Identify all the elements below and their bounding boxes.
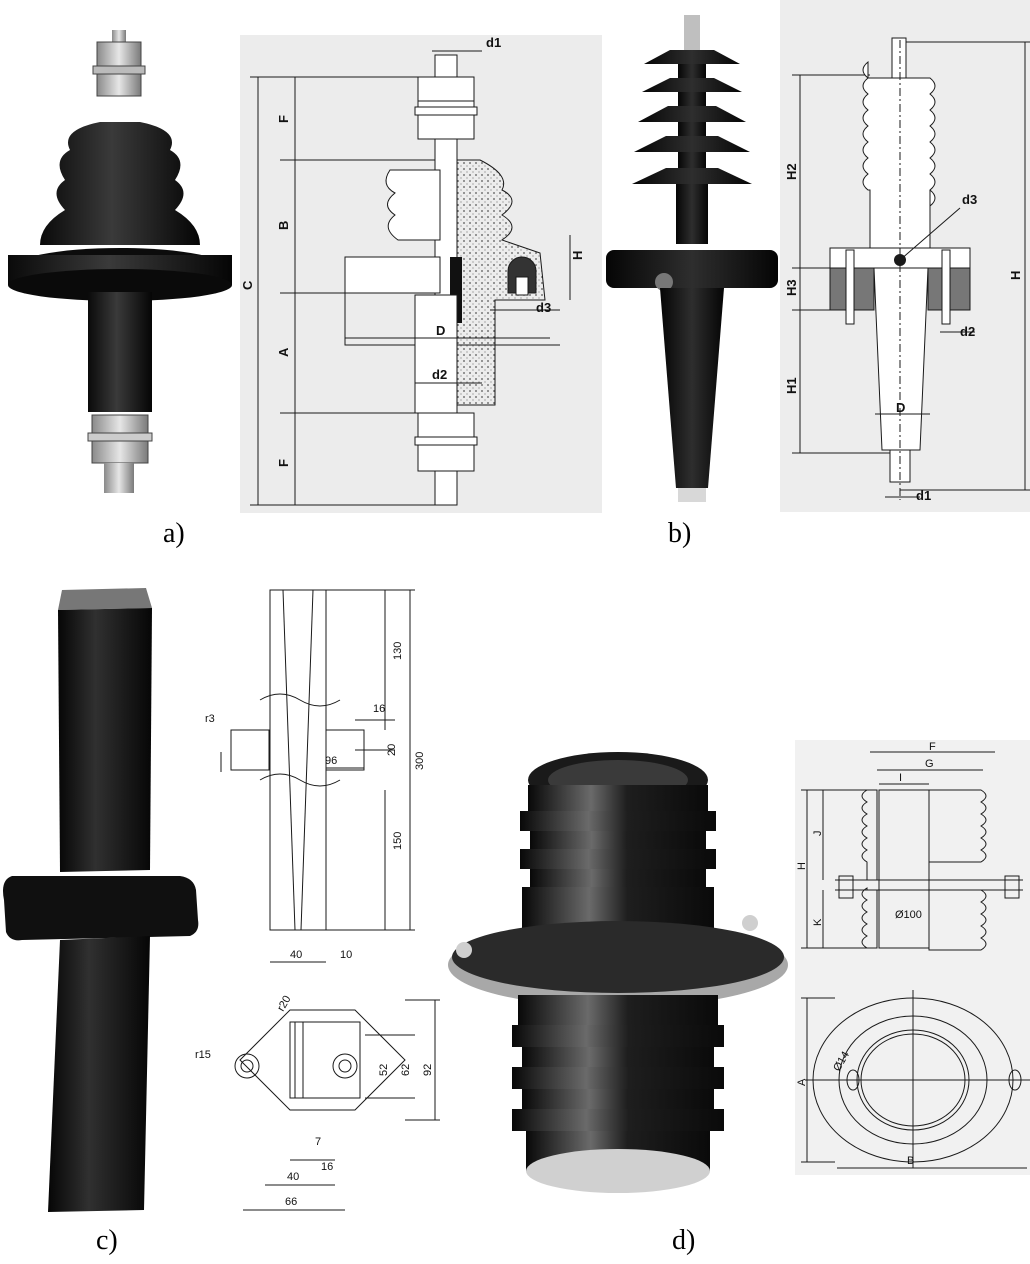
dim-label: d2 xyxy=(432,367,447,382)
dim-label: d3 xyxy=(962,192,977,207)
dim-label: B xyxy=(276,221,291,230)
figure-label-c: c) xyxy=(96,1225,118,1256)
dim-label: d1 xyxy=(486,35,501,50)
dim-label: 52 xyxy=(378,1064,390,1076)
dim-label: D xyxy=(436,323,445,338)
photo-bushing-b xyxy=(606,15,778,502)
dim-label: H xyxy=(796,862,808,870)
dim-label: J xyxy=(812,831,824,837)
technical-drawing-d: F G I J H Ø100 K Ø14 A B xyxy=(795,740,1030,1175)
dim-label: Ø100 xyxy=(895,909,922,921)
dim-label: 7 xyxy=(315,1136,321,1148)
dim-label: 20 xyxy=(386,744,398,756)
dim-label: d2 xyxy=(960,324,975,339)
dim-label: G xyxy=(925,758,934,770)
dim-label: H xyxy=(1008,271,1023,280)
dim-label: H1 xyxy=(784,377,799,394)
dim-label: 62 xyxy=(400,1064,412,1076)
dim-label: H3 xyxy=(784,279,799,296)
dim-label: 92 xyxy=(422,1064,434,1076)
dim-label: H2 xyxy=(784,163,799,180)
dim-label: r3 xyxy=(205,713,215,725)
figure-label-a: a) xyxy=(163,518,185,549)
photo-bushing-a xyxy=(8,30,232,493)
figure-label-b: b) xyxy=(668,518,692,549)
technical-drawing-b: H2 d3 H H3 d2 H1 D d1 xyxy=(780,0,1030,512)
dim-label: r20 xyxy=(275,994,293,1014)
dim-label: 96 xyxy=(325,755,337,767)
dim-label: A xyxy=(796,1078,808,1086)
dim-label: 10 xyxy=(340,949,352,961)
dim-label: d3 xyxy=(536,300,551,315)
dim-label: 66 xyxy=(285,1196,297,1208)
dim-label: 16 xyxy=(373,703,385,715)
dim-label: K xyxy=(812,918,824,926)
dim-label: 130 xyxy=(392,642,404,660)
photo-bushing-c xyxy=(3,588,199,1212)
dim-label: A xyxy=(276,347,291,357)
dim-label: F xyxy=(276,115,291,123)
dim-label: 300 xyxy=(414,752,426,770)
dim-label: F xyxy=(276,459,291,467)
dim-label: d1 xyxy=(916,488,931,503)
figure-label-d: d) xyxy=(672,1225,696,1256)
dim-label: H xyxy=(570,251,585,260)
dim-label: 40 xyxy=(290,949,302,961)
dim-label: r15 xyxy=(195,1049,211,1061)
dim-label: D xyxy=(896,400,905,415)
dim-label: 150 xyxy=(392,832,404,850)
dim-label: B xyxy=(907,1155,914,1167)
technical-drawing-a: d1 F B C H D d3 A d2 F xyxy=(240,35,602,513)
photo-bushing-d xyxy=(448,752,788,1193)
dim-label: C xyxy=(240,280,255,290)
dim-label: 40 xyxy=(287,1171,299,1183)
technical-drawing-c: 130 r3 16 20 300 96 150 40 10 r20 r15 52… xyxy=(195,589,440,1211)
dim-label: I xyxy=(899,772,902,784)
dim-label: 16 xyxy=(321,1161,333,1173)
dim-label: F xyxy=(929,741,936,753)
